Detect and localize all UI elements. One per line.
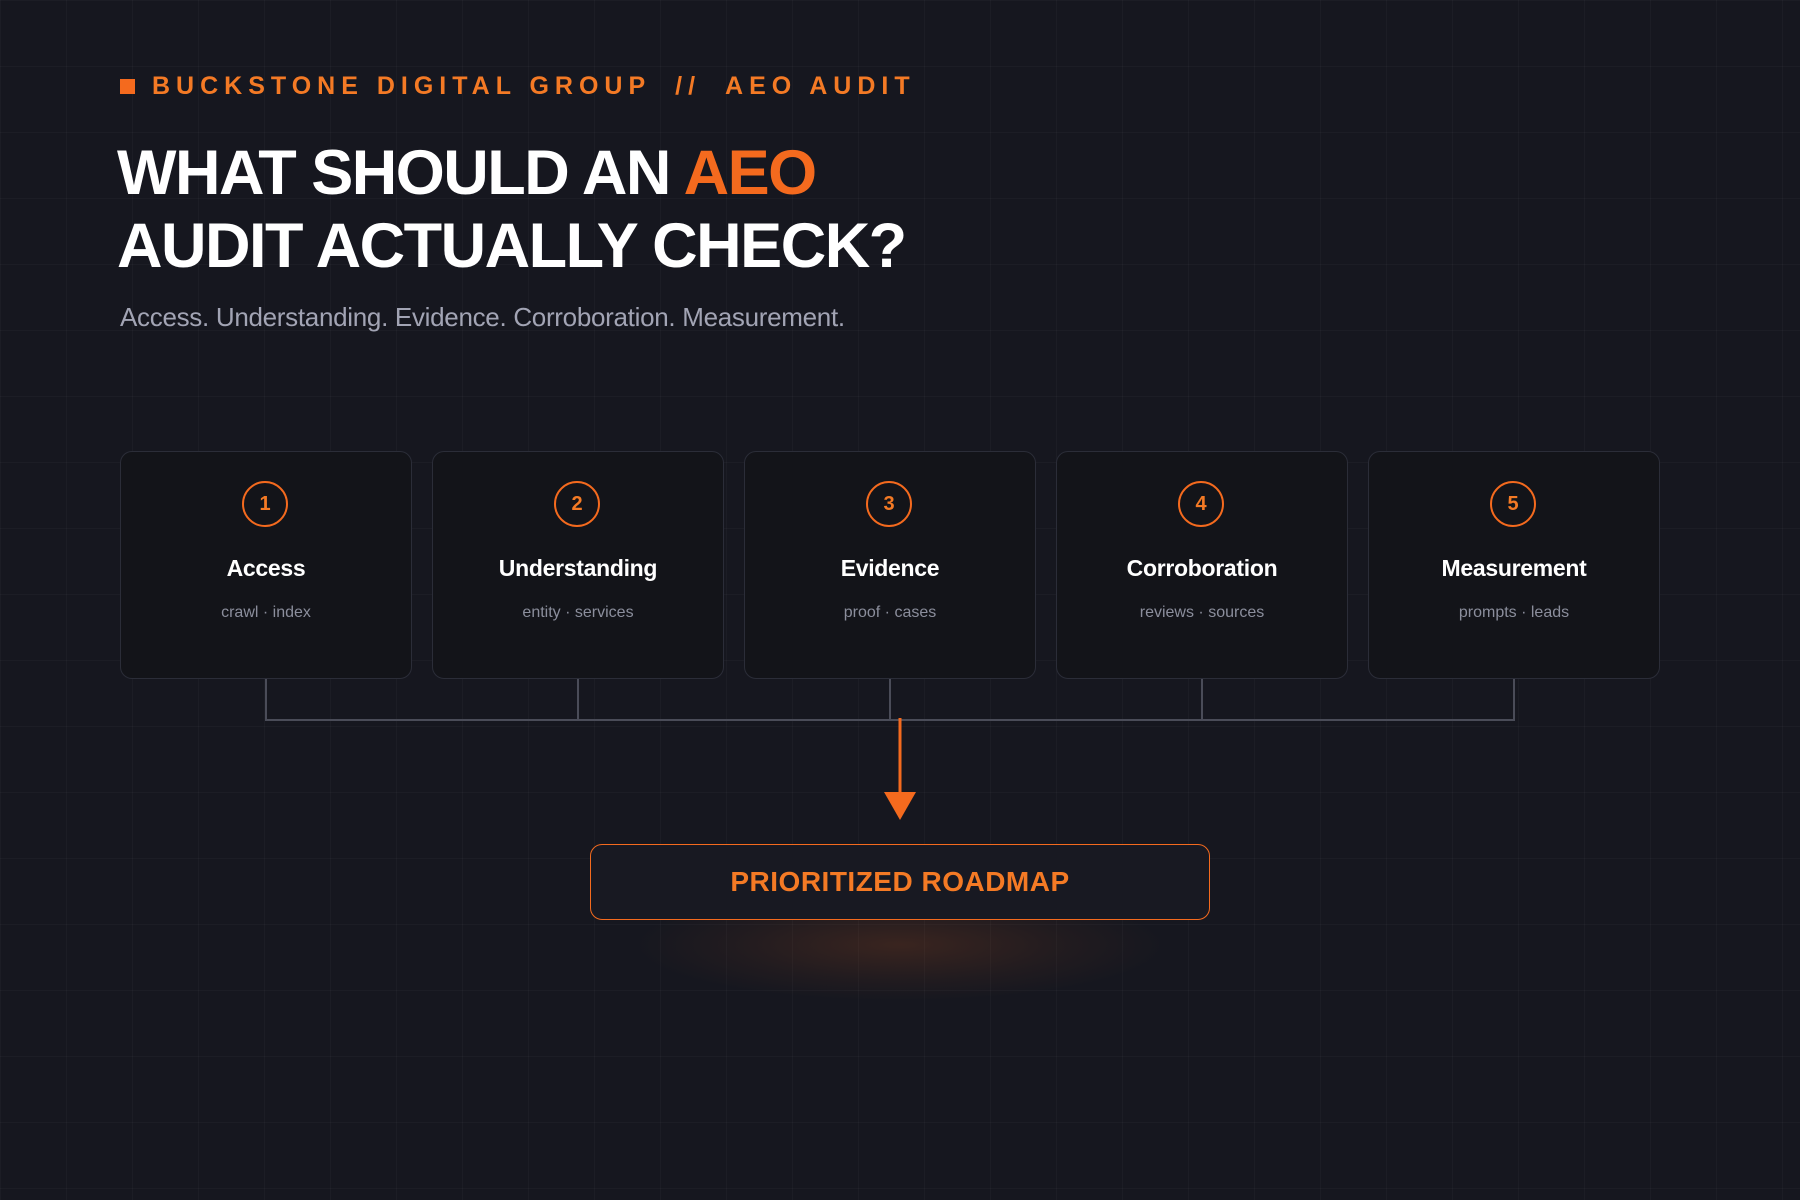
step-description: proof · cases [843,604,937,621]
brand-name: BUCKSTONE DIGITAL GROUP [152,72,652,100]
title-accent: AEO [683,138,818,208]
step-title: Understanding [498,555,658,581]
step-number-badge: 3 [866,481,912,527]
eyebrow-square-icon [120,79,135,94]
title-line1-prefix: WHAT SHOULD AN [117,138,684,208]
step-number-badge: 4 [1178,481,1224,527]
step-card-corroboration: 4 Corroboration reviews · sources [1056,451,1348,679]
step-card-understanding: 2 Understanding entity · services [432,451,724,679]
step-card-measurement: 5 Measurement prompts · leads [1368,451,1660,679]
subtitle: Access. Understanding. Evidence. Corrobo… [120,302,845,332]
step-description: crawl · index [221,604,311,621]
step-description: prompts · leads [1458,604,1570,621]
step-number-badge: 5 [1490,481,1536,527]
eyebrow-separator: // [675,72,702,100]
step-title: Corroboration [1126,555,1278,581]
arrow-down-icon [884,792,916,820]
step-number-badge: 1 [242,481,288,527]
step-description: reviews · sources [1139,604,1265,621]
section-name: AEO AUDIT [725,72,916,100]
step-title: Evidence [840,555,940,581]
step-title: Access [226,555,306,581]
prioritized-roadmap-box: PRIORITIZED ROADMAP [590,844,1210,920]
eyebrow: BUCKSTONE DIGITAL GROUP // AEO AUDIT [120,72,916,101]
step-number-badge: 2 [554,481,600,527]
title-line2: AUDIT ACTUALLY CHECK? [117,211,907,281]
step-card-access: 1 Access crawl · index [120,451,412,679]
audit-steps: 1 Access crawl · index 2 Understanding e… [120,451,1660,679]
step-title: Measurement [1441,555,1587,581]
step-description: entity · services [522,604,634,621]
step-card-evidence: 3 Evidence proof · cases [744,451,1036,679]
